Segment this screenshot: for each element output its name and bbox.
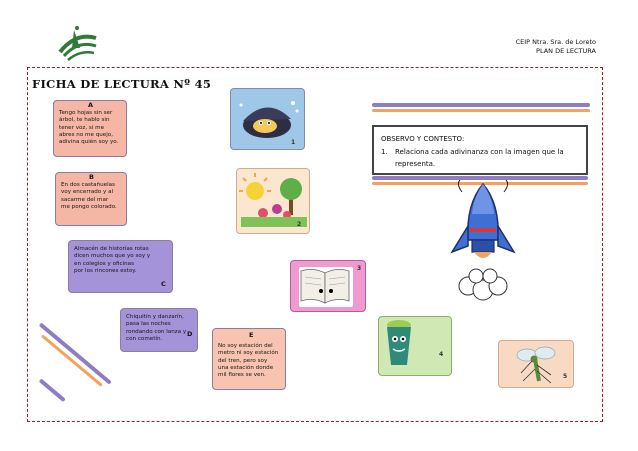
page-title: FICHA DE LECTURA Nº 45 xyxy=(32,77,212,91)
riddle-line: mil flores se ven. xyxy=(218,372,266,379)
riddle-line: metro ni soy estación xyxy=(218,350,279,357)
book-icon xyxy=(299,267,353,307)
stripe-top-2 xyxy=(372,109,590,112)
image-number: 2 xyxy=(297,221,302,228)
instructions-heading: OBSERVO Y CONTESTO: xyxy=(381,135,465,143)
riddle-letter: B xyxy=(89,173,94,181)
riddle-line: dicen muchos que yo soy y xyxy=(74,253,151,260)
image-card-3: 3 xyxy=(290,260,366,312)
spring-flowers-icon xyxy=(239,173,307,227)
mosquito-icon xyxy=(516,346,556,384)
riddle-line: me pongo colorado. xyxy=(61,203,117,210)
riddle-card-c: Almacén de historias rotas dicen muchos … xyxy=(68,240,173,293)
riddle-line: adivina quién soy yo. xyxy=(59,139,119,146)
school-name: CEIP Ntra. Sra. de Loreto xyxy=(515,38,596,46)
image-card-4: 4 xyxy=(378,316,452,376)
riddle-line: tener voz, si me xyxy=(59,124,105,131)
instruction-item: 1. Relaciona cada adivinanza con la imag… xyxy=(381,146,579,159)
riddle-line: Tengo hojas sin ser xyxy=(59,110,113,116)
plan-label: PLAN DE LECTURA xyxy=(536,47,596,55)
riddle-line: voy encerrado y al xyxy=(61,189,114,196)
waste-basket-icon xyxy=(387,320,411,365)
mussel-icon xyxy=(239,101,299,138)
riddle-line: abres no me quejo, xyxy=(59,131,113,138)
riddle-line: Chiquitín y danzarín, xyxy=(126,314,184,320)
instruction-text-cont: representa. xyxy=(395,160,436,168)
instruction-number: 1. xyxy=(381,148,388,156)
riddle-line: con cometín. xyxy=(126,335,163,342)
junta-logo-icon xyxy=(58,26,97,61)
image-number: 4 xyxy=(439,351,444,358)
riddle-letter: E xyxy=(249,331,254,339)
image-number: 5 xyxy=(563,373,568,380)
image-number: 1 xyxy=(291,139,296,146)
image-card-5: 5 xyxy=(498,340,574,388)
riddle-line: Almacén de historias rotas xyxy=(74,246,149,252)
riddle-card-b: B En dos castañuelas voy encerrado y al … xyxy=(55,172,127,226)
image-card-2: 2 xyxy=(236,168,310,234)
riddle-letter: C xyxy=(161,280,166,288)
riddle-card-a: A Tengo hojas sin ser árbol, te hablo si… xyxy=(53,100,127,157)
image-card-1: 1 xyxy=(230,88,305,150)
riddle-card-d: Chiquitín y danzarín, pasa las noches ro… xyxy=(120,308,198,352)
riddle-line: del tren, pero soy xyxy=(218,357,268,364)
riddle-line: sacarme del mar xyxy=(61,196,109,203)
stripe-bottom-1 xyxy=(372,176,588,180)
instructions-box: OBSERVO Y CONTESTO: 1. Relaciona cada ad… xyxy=(372,125,588,175)
riddle-line: En dos castañuelas xyxy=(61,182,115,188)
riddle-line: pasa las noches xyxy=(126,321,171,328)
image-number: 3 xyxy=(357,265,362,272)
riddle-line: una estación donde xyxy=(218,364,274,371)
riddle-line: No soy estación del xyxy=(218,343,273,349)
page-frame xyxy=(27,67,603,422)
riddle-line: árbol, te hablo sin xyxy=(59,117,110,124)
riddle-letter: A xyxy=(88,101,94,109)
riddle-line: por los rincones estoy. xyxy=(74,267,137,274)
school-header: CEIP Ntra. Sra. de Loreto PLAN DE LECTUR… xyxy=(396,38,596,56)
riddle-line: rondando con lanza y xyxy=(126,328,187,335)
rocket-icon xyxy=(450,180,516,301)
riddle-card-e: E No soy estación del metro ni soy estac… xyxy=(212,328,286,390)
stripe-top-1 xyxy=(372,103,590,107)
riddle-letter: D xyxy=(187,330,193,338)
instruction-text: Relaciona cada adivinanza con la imagen … xyxy=(395,148,564,156)
riddle-line: en colegios y oficinas xyxy=(74,260,135,267)
stripe-bottom-2 xyxy=(372,182,588,185)
